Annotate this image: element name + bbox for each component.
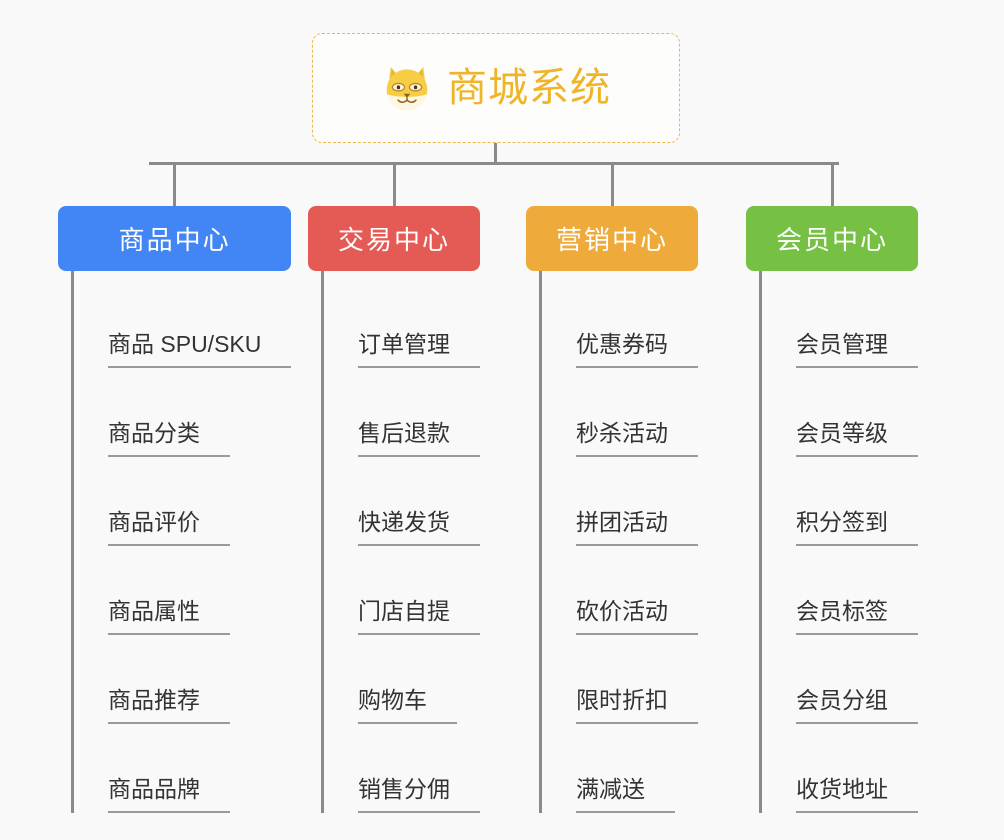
leaf-item[interactable]: 秒杀活动: [542, 368, 698, 457]
leaf-item[interactable]: 会员等级: [762, 368, 918, 457]
branch-leaf-list-1: 订单管理 售后退款 快递发货 门店自提 购物车 销售分佣: [321, 271, 480, 813]
branch-header-label-2: 营销中心: [555, 225, 668, 255]
branch-header-label-0: 商品中心: [118, 225, 231, 255]
leaf-item[interactable]: 会员标签: [762, 546, 918, 635]
branch-header-1[interactable]: 交易中心: [308, 162, 480, 271]
root-stem-connector: [494, 143, 497, 164]
branch-leaf-list-3: 会员管理 会员等级 积分签到 会员标签 会员分组 收货地址: [759, 271, 918, 813]
leaf-item[interactable]: 满减送: [542, 724, 698, 813]
branch-leaf-list-2: 优惠券码 秒杀活动 拼团活动 砍价活动 限时折扣 满减送: [539, 271, 698, 813]
leaf-item[interactable]: 限时折扣: [542, 635, 698, 724]
leaf-label: 订单管理: [358, 331, 480, 368]
branch-leaf-list-0: 商品 SPU/SKU 商品分类 商品评价 商品属性 商品推荐 商品品牌: [71, 271, 292, 813]
leaf-label: 商品分类: [108, 420, 230, 457]
leaf-item[interactable]: 订单管理: [324, 279, 480, 368]
leaf-label: 收货地址: [796, 776, 918, 813]
leaf-item[interactable]: 商品分类: [74, 368, 291, 457]
leaf-item[interactable]: 商品推荐: [74, 635, 291, 724]
leaf-label: 销售分佣: [358, 776, 480, 813]
leaf-item[interactable]: 砍价活动: [542, 546, 698, 635]
branch-header-label-1: 交易中心: [337, 225, 450, 255]
horizontal-bus-connector: [149, 162, 839, 165]
leaf-item[interactable]: 会员管理: [762, 279, 918, 368]
leaf-label: 砍价活动: [576, 598, 698, 635]
leaf-item[interactable]: 销售分佣: [324, 724, 480, 813]
leaf-item[interactable]: 商品评价: [74, 457, 291, 546]
leaf-label: 会员管理: [796, 331, 918, 368]
branch-column-2: 营销中心 优惠券码 秒杀活动 拼团活动 砍价活动 限时折扣 满减送: [526, 162, 698, 813]
leaf-label: 快递发货: [358, 509, 480, 546]
leaf-label: 购物车: [358, 687, 457, 724]
leaf-item[interactable]: 会员分组: [762, 635, 918, 724]
leaf-label: 商品 SPU/SKU: [108, 331, 292, 368]
leaf-label: 秒杀活动: [576, 420, 698, 457]
leaf-item[interactable]: 拼团活动: [542, 457, 698, 546]
leaf-item[interactable]: 快递发货: [324, 457, 480, 546]
leaf-label: 门店自提: [358, 598, 480, 635]
leaf-label: 优惠券码: [576, 331, 698, 368]
root-node[interactable]: 商城系统: [312, 33, 680, 143]
leaf-label: 商品品牌: [108, 776, 230, 813]
leaf-item[interactable]: 收货地址: [762, 724, 918, 813]
shiba-dog-face-icon: [386, 66, 428, 110]
leaf-item[interactable]: 商品 SPU/SKU: [74, 279, 292, 368]
branch-header-label-3: 会员中心: [775, 225, 888, 255]
leaf-label: 会员分组: [796, 687, 918, 724]
root-title: 商城系统: [447, 66, 611, 110]
leaf-item[interactable]: 积分签到: [762, 457, 918, 546]
branch-column-1: 交易中心 订单管理 售后退款 快递发货 门店自提 购物车 销售分佣: [308, 162, 480, 813]
branch-drop-connector-2: [610, 162, 614, 206]
branch-column-3: 会员中心 会员管理 会员等级 积分签到 会员标签 会员分组 收货地址: [746, 162, 918, 813]
leaf-item[interactable]: 优惠券码: [542, 279, 698, 368]
branch-header-2[interactable]: 营销中心: [526, 162, 698, 271]
leaf-label: 会员标签: [796, 598, 918, 635]
leaf-item[interactable]: 商品属性: [74, 546, 291, 635]
leaf-label: 限时折扣: [576, 687, 698, 724]
leaf-item[interactable]: 购物车: [324, 635, 480, 724]
leaf-label: 满减送: [576, 776, 675, 813]
leaf-label: 积分签到: [796, 509, 918, 546]
leaf-label: 会员等级: [796, 420, 918, 457]
leaf-label: 商品属性: [108, 598, 230, 635]
branch-header-3[interactable]: 会员中心: [746, 162, 918, 271]
branch-header-0[interactable]: 商品中心: [58, 162, 292, 271]
leaf-item[interactable]: 售后退款: [324, 368, 480, 457]
leaf-label: 商品推荐: [108, 687, 230, 724]
leaf-label: 拼团活动: [576, 509, 698, 546]
leaf-label: 售后退款: [358, 420, 480, 457]
leaf-label: 商品评价: [108, 509, 230, 546]
branch-drop-connector-1: [392, 162, 396, 206]
branch-drop-connector-0: [173, 162, 177, 206]
branch-drop-connector-3: [830, 162, 834, 206]
leaf-item[interactable]: 门店自提: [324, 546, 480, 635]
branch-column-0: 商品中心 商品 SPU/SKU 商品分类 商品评价 商品属性 商品推荐 商品品牌: [58, 162, 292, 813]
leaf-item[interactable]: 商品品牌: [74, 724, 291, 813]
